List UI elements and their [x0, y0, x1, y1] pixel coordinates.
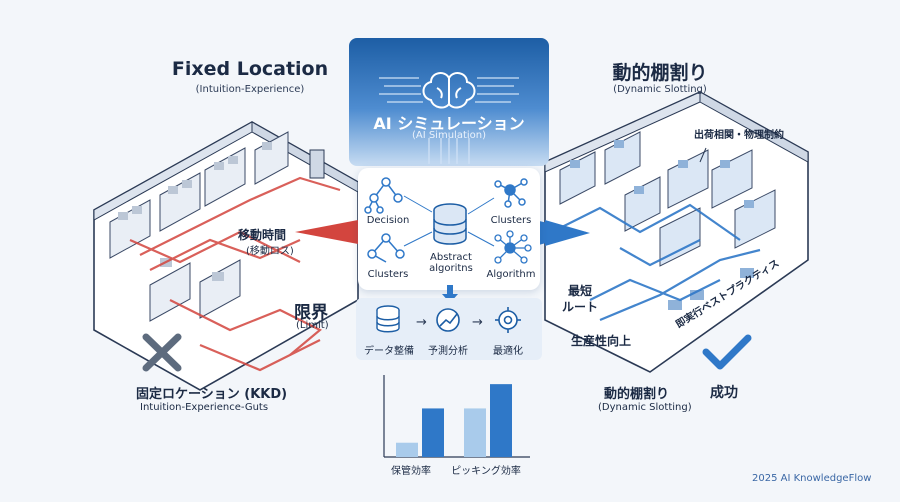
- right-subtitle: (Dynamic Slotting): [613, 84, 707, 95]
- fixed-location-kkd-label: 固定ロケーション (KKD): [136, 387, 288, 402]
- category-label-picking: ピッキング効率: [451, 466, 521, 477]
- success-check-icon: [702, 334, 752, 370]
- kkd-sub-label: Intuition-Experience-Guts: [140, 402, 269, 413]
- process-steps-card: → → データ整備 予測分析 最適化: [356, 298, 542, 360]
- door-icon: [309, 149, 325, 179]
- bar-1-0: [464, 408, 486, 457]
- productivity-label: 生産性向上: [571, 334, 632, 348]
- clusters-left-label: Clusters: [367, 269, 409, 280]
- trend-icon: [436, 308, 460, 332]
- decision-tree-icon: [364, 177, 403, 214]
- limit-label: 限界: [294, 303, 328, 323]
- algorithm-network-icon: [494, 230, 532, 264]
- failure-x-icon: [142, 333, 182, 372]
- clusters-right-label: Clusters: [490, 215, 532, 226]
- right-warehouse: [535, 91, 809, 373]
- gear-icon: [495, 307, 521, 333]
- left-subtitle: (Intuition-Experience): [195, 84, 305, 95]
- database-icon: [433, 203, 467, 245]
- clusters-left-icon: [367, 233, 405, 263]
- ai-simulation-panel: [349, 38, 549, 166]
- data-stack-icon: [376, 305, 400, 333]
- step-optimize-label: 最適化: [493, 346, 523, 357]
- svg-text:→: →: [416, 315, 427, 330]
- footer-credit: 2025 AI KnowledgeFlow: [752, 473, 872, 484]
- ai-subtitle: (AI Simulation): [411, 130, 487, 141]
- movement-sub-label: (移動ロス): [246, 246, 294, 257]
- ai-title: AI シミュレーション: [373, 114, 525, 133]
- route-label-2: ルート: [562, 300, 599, 314]
- bar-0-0: [396, 442, 418, 457]
- bar-1-1: [490, 384, 512, 457]
- brain-icon: [422, 72, 476, 109]
- clusters-right-icon: [494, 178, 528, 208]
- bar-0-1: [422, 408, 444, 457]
- step-data-label: データ整備: [364, 346, 414, 357]
- category-label-storage: 保管効率: [391, 466, 431, 477]
- limit-sub-label: (Limit): [296, 320, 329, 331]
- abstract-label: Abstract algoritns: [429, 252, 473, 274]
- route-label-1: 最短: [568, 284, 593, 298]
- result-subtitle: (Dynamic Slotting): [598, 402, 692, 413]
- right-title: 動的棚割り: [612, 62, 708, 84]
- movement-label: 移動時間: [238, 228, 287, 242]
- algorithm-card: Decision Clusters Abstract algoritns Clu…: [358, 168, 540, 290]
- left-warehouse: [93, 121, 360, 391]
- algorithm-label: Algorithm: [486, 269, 536, 280]
- success-label: 成功: [710, 385, 738, 401]
- left-title: Fixed Location: [171, 58, 329, 80]
- decision-label: Decision: [366, 215, 410, 226]
- svg-text:→: →: [472, 315, 483, 330]
- efficiency-bar-chart: [383, 375, 530, 458]
- constraint-label: 出荷相関・物理制約: [694, 130, 784, 141]
- result-title: 動的棚割り: [604, 387, 670, 402]
- step-predict-label: 予測分析: [428, 346, 468, 357]
